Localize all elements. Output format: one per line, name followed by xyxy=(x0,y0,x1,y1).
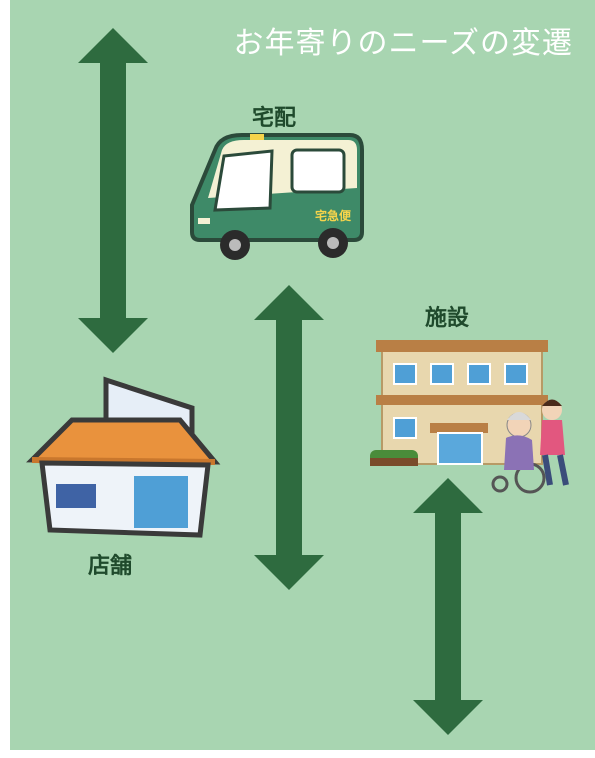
arrows-layer xyxy=(78,28,483,735)
care-facility-icon xyxy=(370,340,569,494)
double-arrow-icon xyxy=(254,285,324,590)
double-arrow-icon xyxy=(78,28,148,353)
double-arrow-icon xyxy=(413,478,483,735)
delivery-label: 宅配 xyxy=(252,106,297,131)
van-text: 宅急便 xyxy=(315,208,352,223)
diagram-canvas: お年寄りのニーズの変遷 宅急便 xyxy=(10,0,595,750)
diagram-title: お年寄りのニーズの変遷 xyxy=(233,26,573,61)
store-label: 店舗 xyxy=(88,554,133,579)
facility-label: 施設 xyxy=(425,306,470,331)
store-building-icon xyxy=(26,376,221,538)
delivery-van-icon: 宅急便 xyxy=(190,133,364,260)
